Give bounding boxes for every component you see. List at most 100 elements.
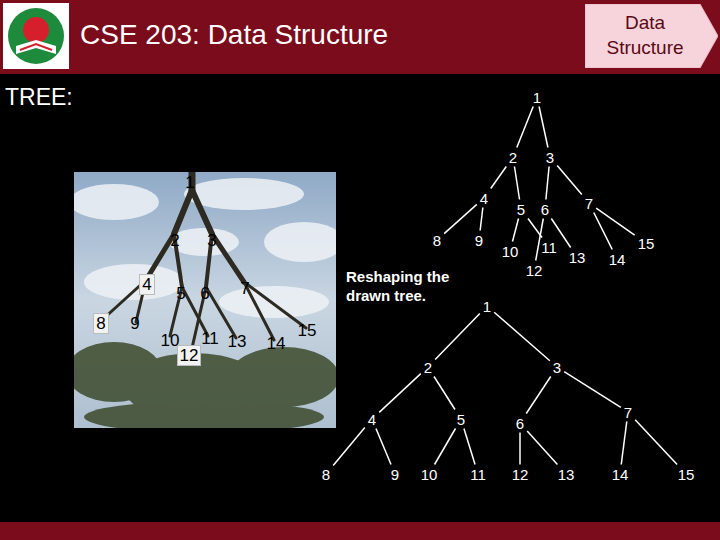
tree-node: 10 (500, 243, 521, 260)
note-text: Reshaping the drawn tree. (346, 268, 464, 306)
node-number: 3 (553, 359, 561, 376)
tree-branch (494, 312, 550, 361)
tree-node: 10 (419, 466, 440, 483)
tree-branch (333, 428, 365, 466)
node-number: 10 (502, 243, 519, 260)
node-number: 9 (391, 466, 399, 483)
node-number: 11 (470, 466, 486, 483)
photo-number: 14 (265, 334, 288, 353)
node-number: 15 (678, 466, 695, 483)
tree-branch (527, 431, 557, 465)
tree-branch (464, 429, 475, 465)
tree-branch (596, 208, 634, 235)
photo-number: 1 (183, 173, 196, 192)
node-number: 9 (475, 232, 483, 249)
tree-node: 13 (567, 249, 588, 266)
tree-branch (517, 107, 533, 148)
tree-branch (514, 167, 519, 200)
tree-branch (480, 208, 483, 231)
node-number: 1 (533, 89, 541, 106)
tree-branch (635, 420, 677, 465)
node-number: 8 (322, 466, 330, 483)
tree-node: 1 (481, 298, 493, 315)
tree-node: 6 (514, 415, 526, 432)
tree-node: 3 (551, 359, 563, 376)
photo-number: 13 (226, 332, 249, 351)
node-number: 5 (457, 411, 465, 428)
tree-node: 4 (478, 190, 490, 207)
photo-number: 15 (296, 321, 319, 340)
tree-node: 9 (473, 232, 485, 249)
photo-number: 6 (198, 284, 211, 303)
tree-node: 6 (539, 201, 551, 218)
tree-node: 13 (556, 466, 577, 483)
topic-tag: Data Structure (585, 4, 718, 68)
tree-branch (539, 107, 548, 148)
node-number: 7 (624, 404, 632, 421)
node-number: 15 (638, 235, 655, 252)
slide-title: CSE 203: Data Structure (80, 20, 388, 51)
node-number: 10 (421, 466, 438, 483)
tree-node: 11 (539, 239, 559, 256)
tree-node: 12 (524, 262, 545, 279)
tree-node: 4 (366, 411, 378, 428)
university-logo (3, 3, 69, 69)
tree-node: 2 (422, 359, 434, 376)
photo-number: 11 (199, 329, 221, 348)
tree-node: 15 (676, 466, 697, 483)
tree-node: 5 (455, 411, 467, 428)
tree-node: 9 (389, 466, 401, 483)
header-band (0, 0, 720, 74)
tree-node: 8 (320, 466, 332, 483)
node-number: 6 (541, 201, 549, 218)
tree-branch (435, 429, 456, 465)
tree-branch (491, 167, 507, 189)
tree-node: 7 (622, 404, 634, 421)
section-label: TREE: (5, 84, 73, 111)
footer-band (0, 522, 720, 540)
photo-number: 3 (205, 231, 218, 250)
tree-branch (434, 377, 455, 410)
tree-branch (444, 204, 477, 233)
node-number: 2 (509, 149, 517, 166)
node-number: 14 (609, 251, 626, 268)
tree-node: 12 (510, 466, 531, 483)
node-number: 4 (480, 190, 488, 207)
tree-branch (546, 167, 549, 200)
node-number: 6 (516, 415, 524, 432)
photo-number: 5 (174, 284, 187, 303)
node-number: 2 (424, 359, 432, 376)
tree-node: 3 (544, 149, 556, 166)
tag-text-box: Data Structure (589, 4, 701, 68)
tree-branch (435, 313, 480, 359)
node-number: 14 (612, 466, 629, 483)
tree-node: 14 (610, 466, 631, 483)
tree-node: 11 (468, 466, 488, 483)
node-number: 12 (512, 466, 529, 483)
node-number: 11 (541, 239, 557, 256)
tag-text: Data Structure (595, 11, 695, 60)
tree-branch (376, 429, 391, 465)
tree-branch (520, 433, 521, 465)
tree-node: 8 (431, 232, 443, 249)
node-number: 4 (368, 411, 376, 428)
tree-node: 5 (515, 201, 527, 218)
tree-node: 15 (636, 235, 657, 252)
tree-branch (379, 374, 421, 413)
tag-outline (585, 4, 718, 68)
photo-number: 9 (128, 314, 141, 333)
tree-node: 14 (607, 251, 628, 268)
node-number: 1 (483, 298, 491, 315)
tree-node: 7 (583, 195, 595, 212)
tree-node: 2 (507, 149, 519, 166)
photo-number: 7 (238, 279, 251, 298)
tree-node: 1 (531, 89, 543, 106)
tree-branch (621, 422, 627, 465)
node-number: 13 (558, 466, 575, 483)
node-number: 12 (526, 262, 543, 279)
tree-branch (564, 372, 621, 408)
node-number: 13 (569, 249, 586, 266)
node-number: 7 (585, 195, 593, 212)
tree-branch (557, 165, 582, 194)
